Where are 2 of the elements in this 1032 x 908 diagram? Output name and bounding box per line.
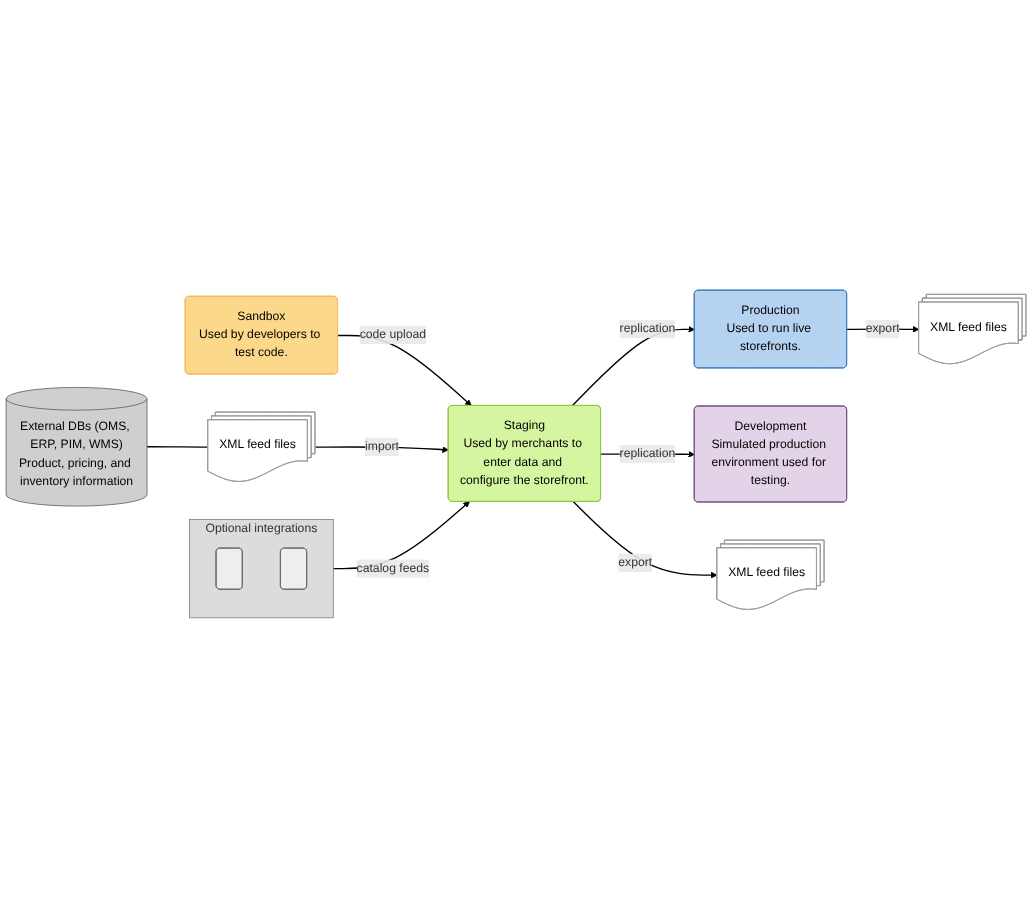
arrow xyxy=(572,501,718,579)
connector xyxy=(146,446,209,448)
